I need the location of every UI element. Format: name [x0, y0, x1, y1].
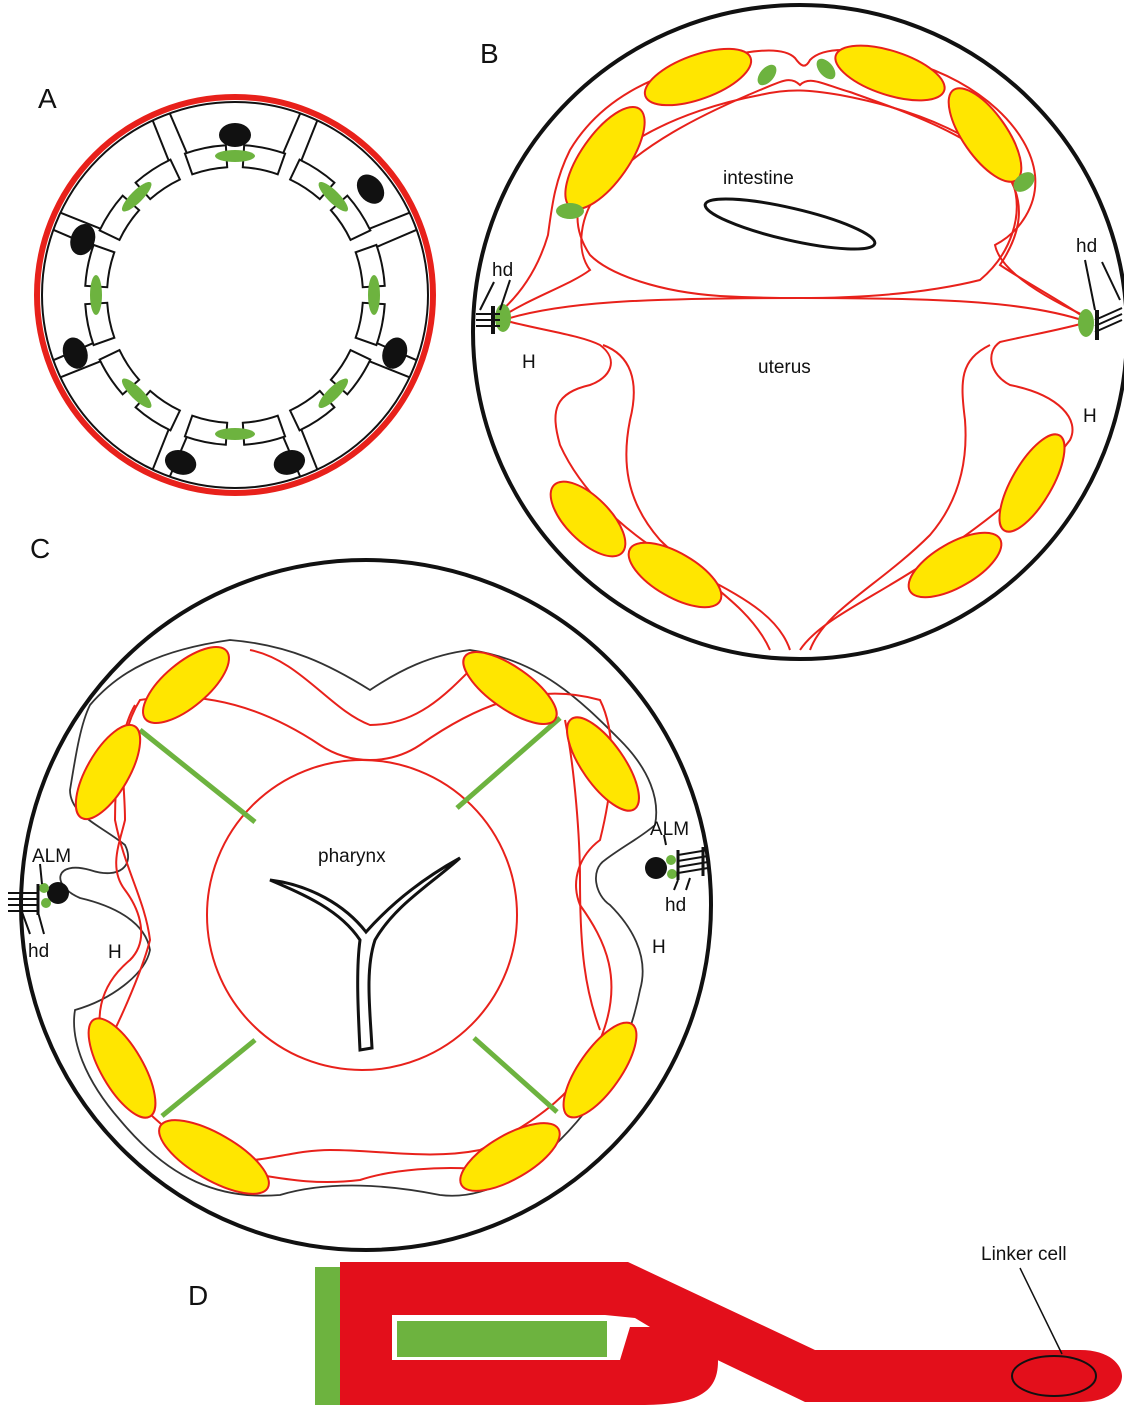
spoke-line — [170, 113, 187, 153]
spoke-line — [301, 120, 317, 160]
nucleus — [162, 446, 200, 479]
green-attachment — [495, 304, 511, 332]
alm-green-left-2 — [41, 898, 51, 908]
green-attachment — [556, 203, 584, 219]
uterus-label: uterus — [758, 357, 811, 378]
linker-cell-label: Linker cell — [981, 1244, 1067, 1265]
panel-d: D Linker cell — [188, 1244, 1122, 1405]
muscle-cell — [453, 639, 567, 736]
distal-green-bar — [315, 1267, 343, 1405]
nuclei — [59, 123, 412, 479]
spoke-line — [283, 113, 300, 153]
nucleus — [219, 123, 251, 147]
green-attachment — [90, 275, 102, 315]
panel-a: A — [37, 83, 433, 493]
spoke-line — [153, 120, 169, 160]
green-attachment — [1078, 309, 1094, 337]
muscle-cell — [63, 716, 152, 829]
uterus-compartment — [503, 298, 1088, 650]
panel-c-label: C — [30, 533, 50, 564]
hd-label-right-b: hd — [1076, 236, 1097, 257]
muscle-cell — [619, 530, 731, 620]
pharynx-outline — [207, 760, 517, 1070]
body-outline-c — [21, 560, 711, 1250]
green-attachment — [215, 428, 255, 440]
muscle-arcs — [85, 145, 384, 444]
alm-green-left-1 — [39, 883, 49, 893]
panel-c: C pharynx — [8, 533, 711, 1250]
alm-green-right-2 — [667, 869, 677, 879]
hd-label-left-c: hd — [28, 941, 49, 962]
green-attachment — [215, 150, 255, 162]
uterus-inner-membrane — [603, 345, 990, 650]
h-label-right-c: H — [652, 937, 666, 958]
alm-neuron-right — [645, 857, 667, 879]
body-outline-b — [473, 5, 1124, 659]
muscle-cell — [451, 1110, 570, 1204]
pharynx-label: pharynx — [318, 846, 386, 867]
hd-label-right-c: hd — [665, 895, 686, 916]
alm-label-right: ALM — [650, 819, 689, 840]
panel-b: B intestine uterus hd hd H H — [473, 5, 1124, 659]
hd-label-left-b: hd — [492, 260, 513, 281]
spoke-line — [377, 230, 417, 247]
green-attachment — [754, 61, 780, 88]
spoke-line — [370, 213, 410, 229]
muscle-cell — [539, 470, 638, 569]
panel-a-label: A — [38, 83, 57, 114]
alm-green-right-1 — [666, 855, 676, 865]
h-label-left-c: H — [108, 942, 122, 963]
intestine-label: intestine — [723, 168, 794, 189]
muscle-cell — [829, 34, 951, 111]
green-attachment — [368, 275, 380, 315]
intestine-lumen — [702, 189, 879, 259]
muscle-cell — [638, 37, 758, 117]
nucleus — [270, 446, 308, 479]
nucleus — [351, 169, 390, 209]
green-attachments — [90, 150, 380, 440]
body-wall-muscles-b — [539, 34, 1077, 620]
hd-bundle-left-c — [8, 864, 44, 934]
h-label-left-b: H — [522, 352, 536, 373]
panel-d-label: D — [188, 1280, 208, 1311]
panel-b-label: B — [480, 38, 499, 69]
pharynx-lumen — [270, 858, 460, 1050]
muscle-cell — [149, 1106, 279, 1208]
linker-cell-pointer — [1020, 1268, 1062, 1354]
proximal-green-bar — [397, 1321, 607, 1357]
hypodermal-spokes — [53, 113, 416, 476]
h-label-right-b: H — [1083, 406, 1097, 427]
alm-label-left: ALM — [32, 846, 71, 867]
